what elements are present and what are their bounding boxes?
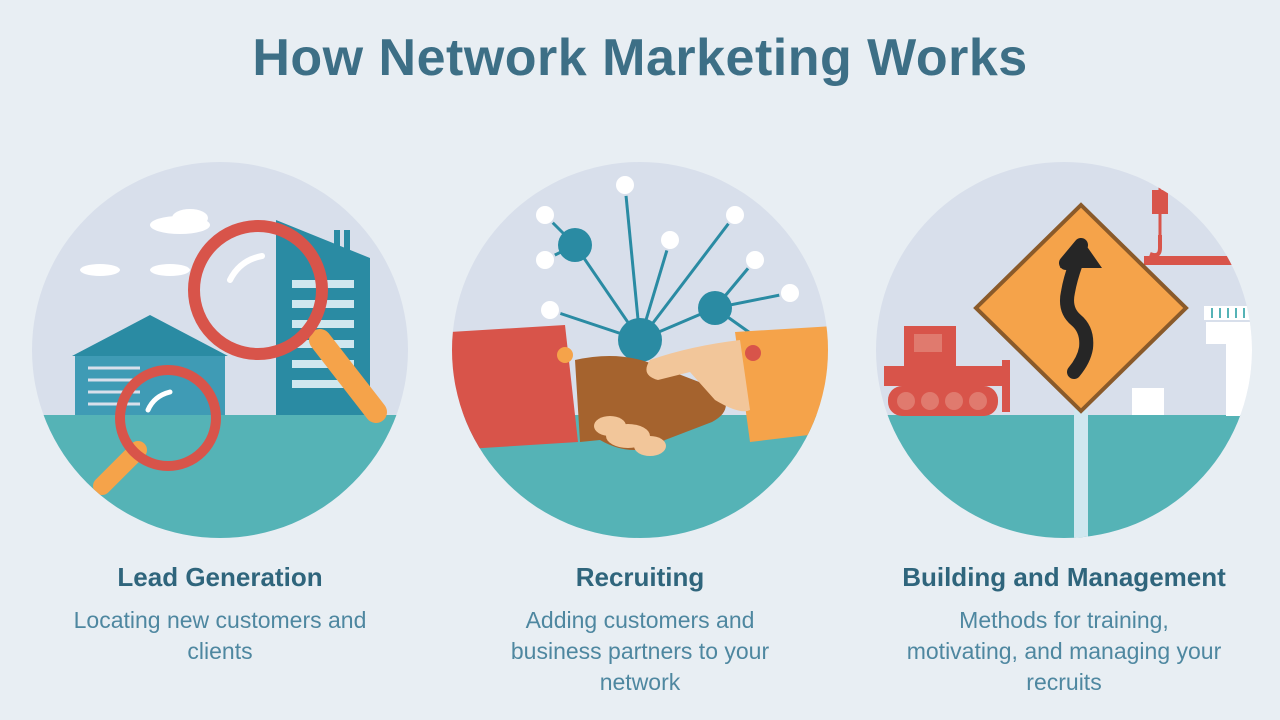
right-sleeve <box>735 325 828 442</box>
handshake-icon <box>575 340 750 456</box>
step-recruiting: Recruiting Adding customers and business… <box>430 160 850 698</box>
step-description: Methods for training, motivating, and ma… <box>906 607 1222 695</box>
road-sign-construction-illustration <box>876 162 1252 538</box>
handshake-network-illustration <box>452 162 828 538</box>
step-description: Locating new customers and clients <box>73 607 367 664</box>
sign-post <box>1074 410 1088 538</box>
crane-icon <box>1144 180 1252 265</box>
page-title: How Network Marketing Works <box>252 29 1028 87</box>
magnifier-city-illustration <box>32 162 408 538</box>
left-sleeve <box>452 325 578 450</box>
step-heading: Lead Generation <box>117 562 323 592</box>
small-building-icon <box>1132 388 1164 415</box>
step-heading: Recruiting <box>575 562 705 592</box>
tower-icon <box>1204 306 1252 416</box>
cloud-icon <box>80 209 210 276</box>
bulldozer-icon <box>884 326 1010 416</box>
magnifier-icon-large <box>188 220 387 423</box>
step-heading: Building and Management <box>902 562 1226 592</box>
winding-road-sign-icon <box>973 202 1189 414</box>
step-building-management: Building and Management Methods for trai… <box>854 160 1274 698</box>
step-description: Adding customers and business partners t… <box>510 607 770 695</box>
step-lead-generation: Lead Generation Locating new customers a… <box>10 160 430 667</box>
magnifier-icon-small <box>93 365 221 495</box>
